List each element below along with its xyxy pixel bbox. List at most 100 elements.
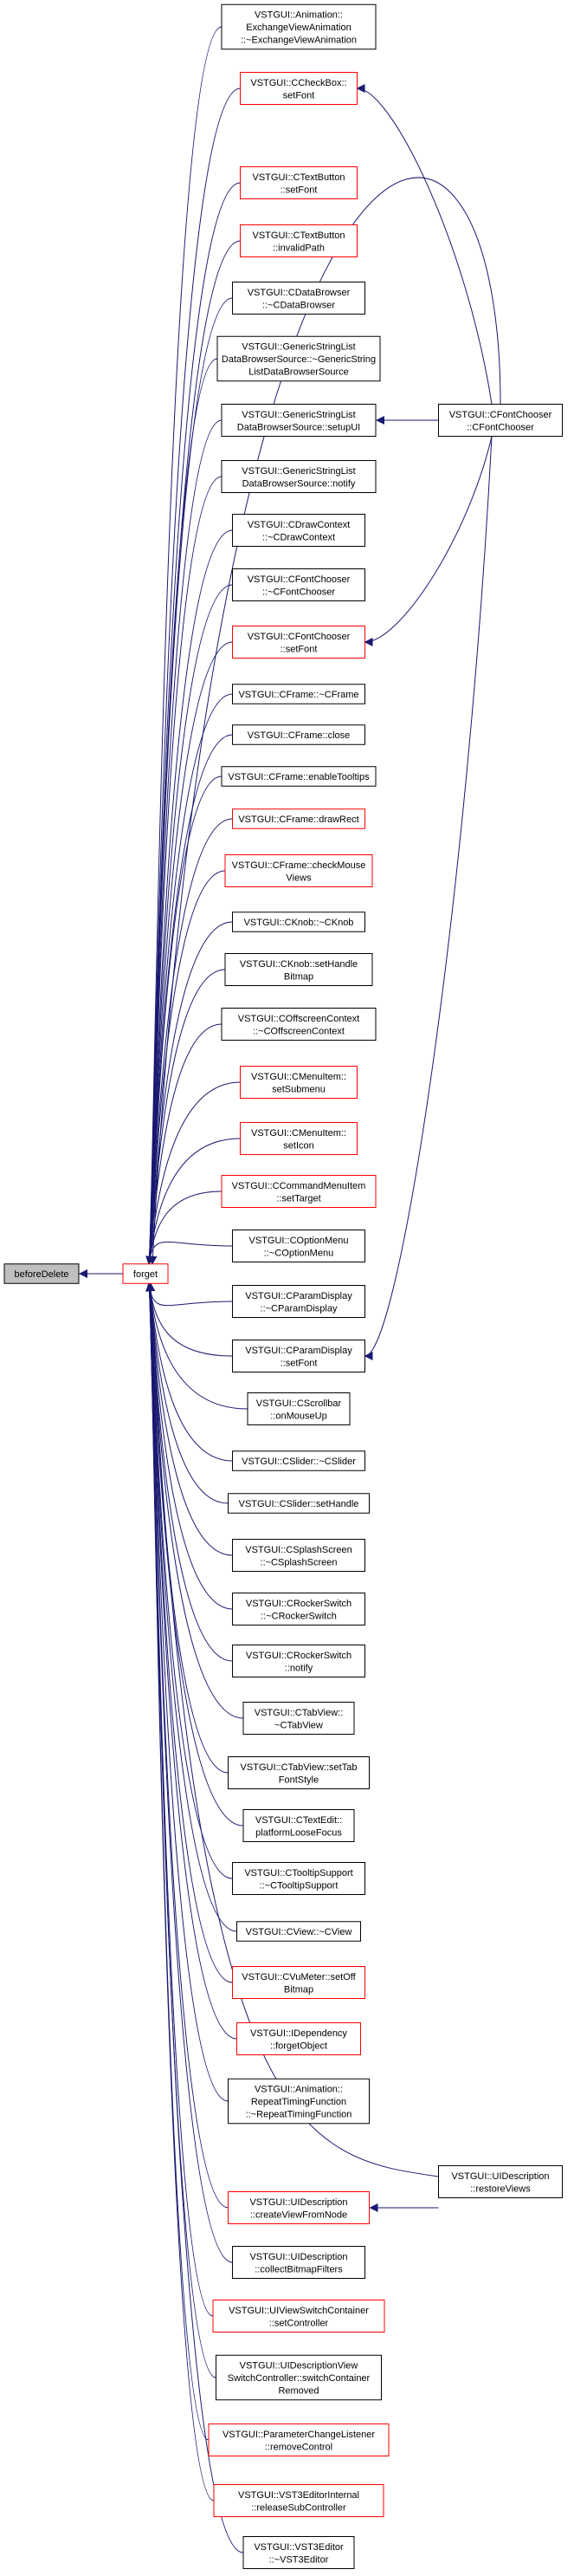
node-before-delete-box xyxy=(3,1263,80,1284)
caller-node[interactable]: VSTGUI::COptionMenu::~COptionMenu xyxy=(232,1230,365,1262)
caller-node-label: ::setFont xyxy=(281,644,318,654)
caller-node[interactable]: VSTGUI::CSplashScreen::~CSplashScreen xyxy=(232,1539,365,1572)
caller-node-box xyxy=(228,2191,370,2224)
caller-node[interactable]: VSTGUI::VST3Editor::~VST3Editor xyxy=(242,2536,355,2569)
caller-node-box xyxy=(232,1230,365,1262)
caller-node[interactable]: VSTGUI::GenericStringListDataBrowserSour… xyxy=(221,460,377,493)
caller-node-label: VSTGUI::CParamDisplay xyxy=(245,1291,352,1301)
caller-node-label: VSTGUI::VST3Editor xyxy=(254,2542,344,2553)
caller-node-label: ::forgetObject xyxy=(270,2041,327,2051)
caller-node[interactable]: VSTGUI::Animation::ExchangeViewAnimation… xyxy=(221,3,377,50)
caller-node-label: setSubmenu xyxy=(272,1084,326,1094)
caller-node-label: setIcon xyxy=(283,1140,313,1151)
caller-node[interactable]: VSTGUI::CParamDisplay::setFont xyxy=(232,1340,365,1372)
caller-node-label: ::~CSplashScreen xyxy=(261,1557,338,1567)
caller-node-box xyxy=(240,1066,358,1099)
caller-node-label: ::removeControl xyxy=(265,2442,332,2452)
caller-node[interactable]: VSTGUI::UIDescription::collectBitmapFilt… xyxy=(232,2246,365,2279)
caller-node[interactable]: VSTGUI::GenericStringListDataBrowserSour… xyxy=(216,335,381,382)
node-restore-views-box xyxy=(438,2165,563,2198)
caller-node-label: RepeatTimingFunction xyxy=(251,2097,346,2107)
caller-node[interactable]: VSTGUI::CRockerSwitch::~CRockerSwitch xyxy=(232,1593,365,1625)
node-before-delete[interactable]: beforeDelete xyxy=(3,1263,80,1284)
caller-node-label: VSTGUI::CKnob::setHandle xyxy=(240,959,358,970)
caller-node[interactable]: VSTGUI::CKnob::~CKnob xyxy=(232,912,365,932)
caller-node[interactable]: VSTGUI::CTextEdit::platformLooseFocus xyxy=(242,1809,355,1842)
caller-node[interactable]: VSTGUI::CRockerSwitch::notify xyxy=(232,1645,365,1677)
caller-node-box xyxy=(232,1593,365,1625)
node-cfontchooser-ctor[interactable]: VSTGUI::CFontChooser::CFontChooser xyxy=(438,404,563,437)
caller-node[interactable]: VSTGUI::CView::~CView xyxy=(236,1921,361,1942)
caller-node[interactable]: VSTGUI::CMenuItem::setSubmenu xyxy=(240,1066,358,1099)
caller-node-label: VSTGUI::CFrame::drawRect xyxy=(238,814,358,825)
caller-node-label: VSTGUI::CFrame::checkMouse xyxy=(232,860,366,871)
caller-node-label: VSTGUI::CFrame::~CFrame xyxy=(238,690,358,700)
edge-font-chooser-call xyxy=(364,436,493,646)
caller-node-label: VSTGUI::CDataBrowser xyxy=(248,288,351,298)
caller-node[interactable]: VSTGUI::CTabView::~CTabView xyxy=(242,1702,355,1735)
edge-font-chooser-call xyxy=(356,84,493,405)
caller-node-label: VSTGUI::CFrame::close xyxy=(248,730,351,741)
caller-node[interactable]: VSTGUI::CCommandMenuItem::setTarget xyxy=(221,1175,377,1208)
caller-node-box xyxy=(232,1539,365,1572)
node-cfontchooser-ctor-label: ::CFontChooser xyxy=(467,422,534,432)
nodes: beforeDelete forget VSTGUI::Animation::Exc… xyxy=(3,3,563,2569)
caller-node[interactable]: VSTGUI::ParameterChangeListener::removeC… xyxy=(208,2424,390,2456)
caller-node-box xyxy=(232,1862,365,1895)
caller-node[interactable]: VSTGUI::CFrame::drawRect xyxy=(232,808,365,829)
caller-node[interactable]: VSTGUI::CDrawContext::~CDrawContext xyxy=(232,514,365,547)
caller-node[interactable]: VSTGUI::UIDescriptionViewSwitchControlle… xyxy=(216,2354,382,2401)
caller-node-label: ExchangeViewAnimation xyxy=(246,23,351,33)
caller-node[interactable]: VSTGUI::CCheckBox::setFont xyxy=(240,72,358,105)
caller-node-label: VSTGUI::CDrawContext xyxy=(248,520,351,530)
caller-node[interactable]: VSTGUI::CMenuItem::setIcon xyxy=(240,1122,358,1155)
edge-to-forget xyxy=(145,1191,223,1265)
caller-node[interactable]: VSTGUI::CTextButton::invalidPath xyxy=(240,224,358,257)
caller-node[interactable]: VSTGUI::CDataBrowser::~CDataBrowser xyxy=(232,282,365,315)
caller-node-label: ::~CDrawContext xyxy=(262,532,335,542)
caller-node-box xyxy=(232,1340,365,1372)
edge-to-forget xyxy=(145,1138,241,1265)
caller-node-label: ::setFont xyxy=(281,185,318,195)
caller-node-box xyxy=(242,2536,355,2569)
caller-node-box xyxy=(232,626,365,659)
node-restore-views[interactable]: VSTGUI::UIDescription::restoreViews xyxy=(438,2165,563,2198)
caller-node[interactable]: VSTGUI::CParamDisplay::~CParamDisplay xyxy=(232,1285,365,1318)
caller-node-label: DataBrowserSource::setupUI xyxy=(237,422,360,432)
caller-node[interactable]: VSTGUI::CSlider::setHandle xyxy=(228,1493,370,1514)
caller-node[interactable]: VSTGUI::CFontChooser::~CFontChooser xyxy=(232,568,365,601)
caller-node[interactable]: VSTGUI::CSlider::~CSlider xyxy=(232,1450,365,1471)
caller-node-label: ::invalidPath xyxy=(273,243,325,253)
caller-node-box xyxy=(232,2246,365,2279)
caller-node-label: VSTGUI::CCheckBox:: xyxy=(250,78,346,88)
edge-to-forget xyxy=(145,921,233,1265)
caller-node[interactable]: VSTGUI::COffscreenContext::~COffscreenCo… xyxy=(221,1008,377,1041)
caller-node[interactable]: VSTGUI::VST3EditorInternal::releaseSubCo… xyxy=(213,2484,384,2517)
caller-node-label: Views xyxy=(286,873,312,883)
caller-node[interactable]: VSTGUI::UIDescription::createViewFromNod… xyxy=(228,2191,370,2224)
caller-node-label: VSTGUI::CRockerSwitch xyxy=(246,1599,351,1609)
caller-node[interactable]: VSTGUI::CTextButton::setFont xyxy=(240,166,358,199)
caller-node[interactable]: VSTGUI::CFrame::enableTooltips xyxy=(221,766,377,787)
caller-node[interactable]: VSTGUI::CScrollbar::onMouseUp xyxy=(247,1392,351,1425)
caller-node[interactable]: VSTGUI::Animation::RepeatTimingFunction:… xyxy=(228,2078,370,2125)
caller-node[interactable]: VSTGUI::CFrame::close xyxy=(232,724,365,745)
caller-node-label: ::~CFontChooser xyxy=(262,587,335,597)
caller-node-box xyxy=(247,1392,351,1425)
caller-node-box xyxy=(232,808,365,829)
node-restore-views-label: VSTGUI::UIDescription xyxy=(451,2171,549,2182)
caller-node[interactable]: VSTGUI::GenericStringListDataBrowserSour… xyxy=(221,404,377,437)
caller-node[interactable]: VSTGUI::CFontChooser::setFont xyxy=(232,626,365,659)
node-forget[interactable]: forget xyxy=(122,1263,169,1284)
caller-node[interactable]: VSTGUI::IDependency::forgetObject xyxy=(236,2022,361,2055)
caller-node-box xyxy=(232,912,365,932)
caller-node-label: VSTGUI::VST3EditorInternal xyxy=(238,2490,359,2501)
caller-node[interactable]: VSTGUI::UIViewSwitchContainer::setContro… xyxy=(212,2300,385,2333)
caller-node[interactable]: VSTGUI::CFrame::~CFrame xyxy=(232,684,365,704)
caller-node[interactable]: VSTGUI::CTooltipSupport::~CTooltipSuppor… xyxy=(232,1862,365,1895)
caller-node-label: VSTGUI::GenericStringList xyxy=(242,466,355,477)
